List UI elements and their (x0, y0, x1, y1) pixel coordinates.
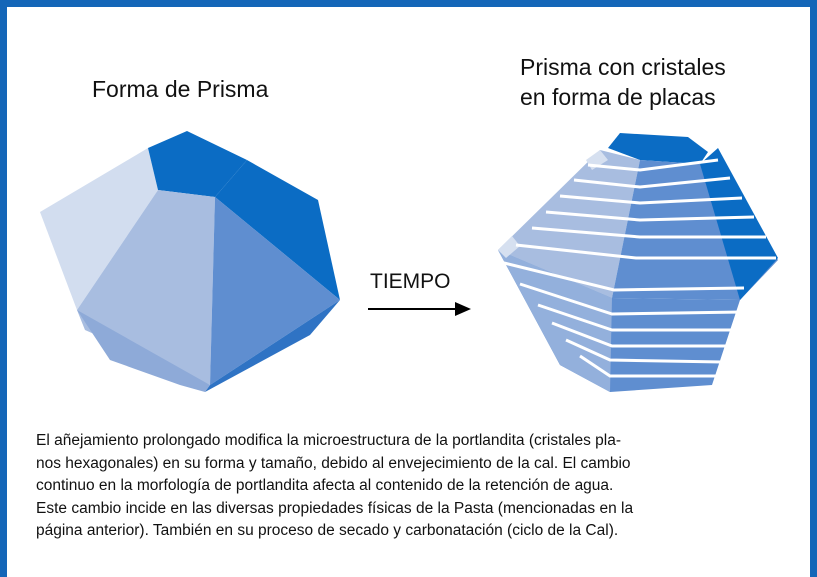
layered-prism-shape (498, 133, 778, 392)
caption-line-4: Este cambio incide en las diversas propi… (36, 499, 634, 517)
time-arrow (368, 302, 471, 316)
right-title-line-2: en forma de placas (520, 84, 716, 110)
caption-line-2: nos hexagonales) en su forma y tamaño, d… (36, 454, 631, 472)
caption-line-1: El añejamiento prolongado modifica la mi… (36, 432, 621, 449)
left-shape-title: Forma de Prisma (92, 76, 269, 102)
caption-paragraph: El añejamiento prolongado modifica la mi… (36, 430, 786, 543)
caption-line-5: página anterior). También en su proceso … (36, 522, 619, 539)
time-label: TIEMPO (370, 270, 451, 293)
right-title-line-1: Prisma con cristales (520, 54, 726, 80)
prism-shape (40, 131, 340, 392)
caption-line-3: continuo en la morfología de portlandita… (36, 477, 614, 494)
right-shape-title: Prisma con cristales en forma de placas (520, 52, 760, 112)
